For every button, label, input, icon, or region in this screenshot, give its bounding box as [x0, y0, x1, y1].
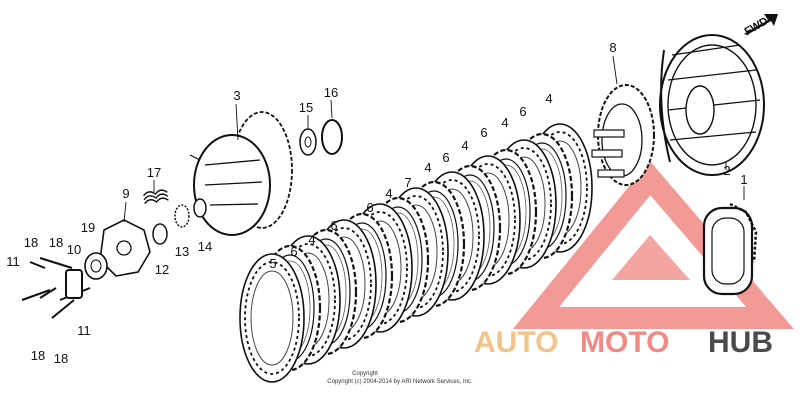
callout-18d: 18: [54, 351, 68, 366]
callout-18c: 18: [31, 348, 45, 363]
clutch-outer-housing: [659, 34, 765, 176]
clutch-center-hub: [591, 84, 655, 186]
collar-12: [152, 223, 168, 245]
callout-11b: 11: [77, 323, 91, 338]
bearing-15: [299, 128, 317, 156]
callout-11a: 11: [6, 254, 20, 269]
callout-14: 14: [198, 239, 212, 254]
bearing-19: [84, 252, 108, 280]
callout-7: 7: [404, 175, 411, 190]
copyright-line-1: Copyright: [352, 371, 378, 377]
callout-4e: 4: [385, 186, 392, 201]
callout-labels: 1 2 3 4 4 4 4 4 4 5 6 6 6 6 6 6 7 8 9 10…: [6, 40, 747, 366]
watermark-auto: AUTO: [474, 326, 558, 359]
callout-8: 8: [609, 40, 616, 55]
callout-6b: 6: [480, 125, 487, 140]
callout-6e: 6: [330, 218, 337, 233]
callout-4c: 4: [461, 138, 468, 153]
clutch-damper-spring: [702, 202, 758, 296]
watermark-moto: MOTO: [580, 326, 669, 359]
callout-9: 9: [122, 186, 129, 201]
callout-17: 17: [147, 165, 161, 180]
callout-18b: 18: [49, 235, 63, 250]
callout-5: 5: [269, 256, 276, 271]
callout-10: 10: [67, 242, 81, 257]
snap-ring-16: [321, 119, 343, 155]
leader-lines: [123, 55, 745, 223]
callout-6a: 6: [519, 104, 526, 119]
callout-3: 3: [233, 88, 240, 103]
callout-4a: 4: [545, 91, 552, 106]
callout-4d: 4: [424, 160, 431, 175]
callout-6c: 6: [442, 150, 449, 165]
callout-12: 12: [155, 262, 169, 277]
callout-13: 13: [175, 244, 189, 259]
watermark-hub: HUB: [708, 326, 773, 359]
pressure-plate: [189, 111, 293, 236]
callout-19: 19: [81, 220, 95, 235]
washer-14: [193, 198, 207, 218]
callout-1: 1: [740, 172, 747, 187]
bolts: [21, 257, 91, 319]
callout-18a: 18: [24, 235, 38, 250]
callout-16: 16: [324, 85, 338, 100]
callout-6d: 6: [366, 200, 373, 215]
callout-4b: 4: [501, 115, 508, 130]
lock-washer-13: [174, 204, 190, 228]
fwd-arrow: FWD: [743, 14, 778, 38]
callout-4f: 4: [308, 232, 315, 247]
svg-text:FWD: FWD: [743, 15, 771, 38]
spring-17: [143, 189, 169, 205]
callout-6f: 6: [290, 244, 297, 259]
copyright-line-2: Copyright (c) 2004-2014 by ARI Network S…: [327, 379, 473, 385]
callout-15: 15: [299, 100, 313, 115]
callout-2: 2: [723, 163, 730, 178]
watermark-logo: AUTO MOTO HUB: [474, 326, 773, 359]
